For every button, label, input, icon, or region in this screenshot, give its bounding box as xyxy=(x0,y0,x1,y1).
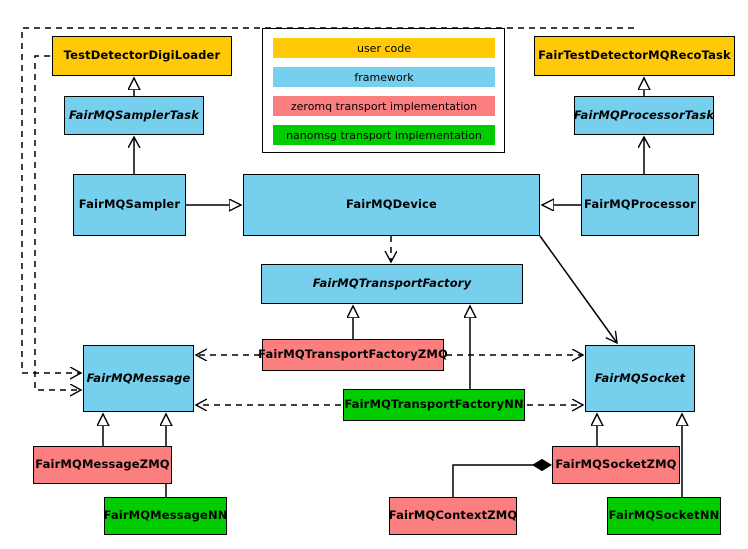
class-box-fairmqmessage[interactable]: FairMQMessage xyxy=(83,345,194,412)
class-label: FairMQSocketZMQ xyxy=(555,457,677,472)
legend-label: zeromq transport implementation xyxy=(290,99,478,113)
edge-contextzmq-to-socketzmq xyxy=(452,465,551,497)
class-label: FairMQTransportFactory xyxy=(312,276,472,291)
class-label: FairMQMessageZMQ xyxy=(35,457,170,472)
class-box-fairmqmessagenn[interactable]: FairMQMessageNN xyxy=(104,497,227,535)
class-label: FairMQMessageNN xyxy=(103,508,228,523)
class-label: FairMQContextZMQ xyxy=(388,508,518,523)
class-label: FairMQSampler xyxy=(78,197,181,212)
class-label: FairTestDetectorMQRecoTask xyxy=(538,48,731,63)
class-box-fairmqsampler[interactable]: FairMQSampler xyxy=(73,174,186,236)
legend-item-framework: framework xyxy=(273,67,495,87)
class-box-fairmqcontextzmq[interactable]: FairMQContextZMQ xyxy=(389,497,517,535)
class-box-fairmqprocessor[interactable]: FairMQProcessor xyxy=(581,174,699,236)
class-label: FairMQSamplerTask xyxy=(68,107,200,122)
class-label: FairMQDevice xyxy=(346,197,437,212)
legend-label: nanomsg transport implementation xyxy=(286,128,482,142)
legend-item-user-code: user code xyxy=(273,38,495,58)
class-label: FairMQTransportFactoryZMQ xyxy=(258,347,448,362)
edge-device-to-socket xyxy=(539,235,617,343)
class-label: FairMQSocketNN xyxy=(608,508,720,523)
class-box-fairmqmessagezmq[interactable]: FairMQMessageZMQ xyxy=(33,446,172,484)
class-box-fairmqsocketzmq[interactable]: FairMQSocketZMQ xyxy=(552,446,680,484)
class-box-fairmqdevice[interactable]: FairMQDevice xyxy=(243,174,540,236)
class-box-fairmqsocket[interactable]: FairMQSocket xyxy=(585,345,695,412)
class-box-fairmqtransportfactory[interactable]: FairMQTransportFactory xyxy=(261,264,523,304)
legend-label: framework xyxy=(354,70,414,84)
class-label: TestDetectorDigiLoader xyxy=(63,48,221,63)
class-box-fairmqtransportfactorynn[interactable]: FairMQTransportFactoryNN xyxy=(343,389,525,421)
legend-item-nanomsg: nanomsg transport implementation xyxy=(273,125,495,145)
class-box-fairmqsocketnn[interactable]: FairMQSocketNN xyxy=(607,497,721,535)
class-box-fairtestdetectormqrecotask[interactable]: FairTestDetectorMQRecoTask xyxy=(534,36,735,76)
class-box-testdetectordigiloader[interactable]: TestDetectorDigiLoader xyxy=(52,36,232,76)
class-box-fairmqsamplertask[interactable]: FairMQSamplerTask xyxy=(64,96,204,135)
legend-panel: user code framework zeromq transport imp… xyxy=(262,28,505,153)
class-box-fairmqprocessortask[interactable]: FairMQProcessorTask xyxy=(574,96,714,135)
legend-label: user code xyxy=(356,41,412,55)
class-label: FairMQProcessorTask xyxy=(573,107,715,122)
class-label: FairMQTransportFactoryNN xyxy=(344,397,524,412)
class-label: FairMQProcessor xyxy=(584,197,696,212)
class-label: FairMQMessage xyxy=(86,370,191,385)
legend-item-zeromq: zeromq transport implementation xyxy=(273,96,495,116)
class-label: FairMQSocket xyxy=(594,370,686,385)
class-box-fairmqtransportfactoryzmq[interactable]: FairMQTransportFactoryZMQ xyxy=(258,339,448,371)
